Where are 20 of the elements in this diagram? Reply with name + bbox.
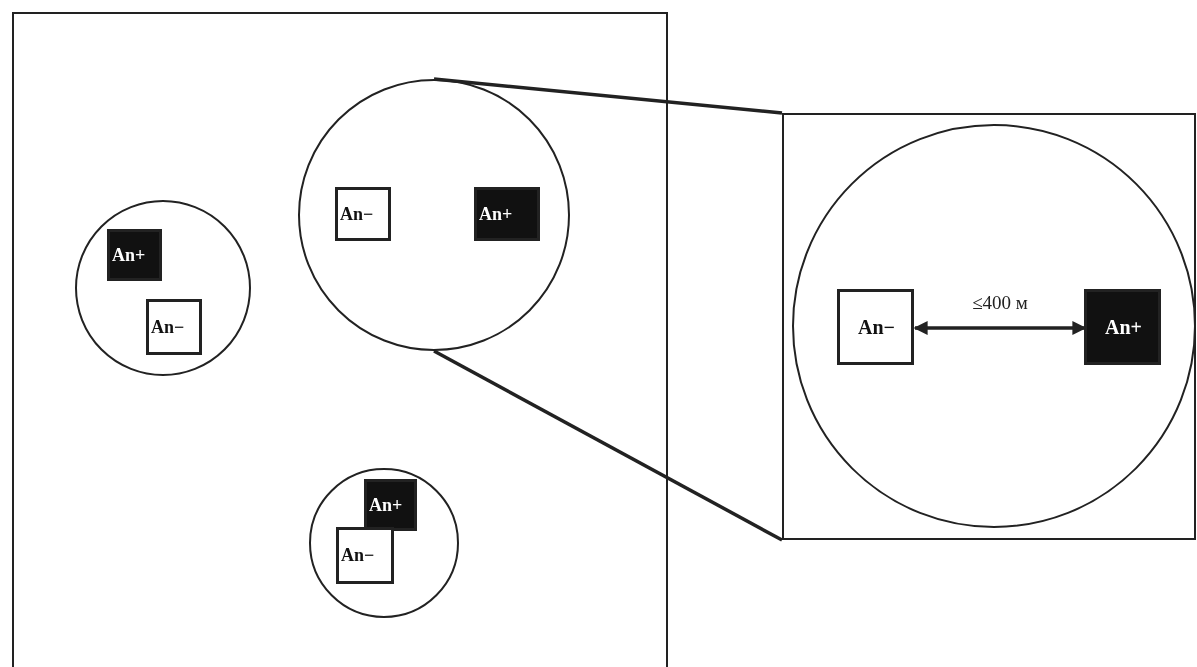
ion-square [107,229,162,281]
ion-label: An+ [479,203,513,225]
ion-label: An+ [112,244,146,266]
ion-label: An− [151,316,185,338]
ion-square [146,299,202,355]
ion-square [474,187,540,241]
projection-line [433,77,783,115]
ion-label: An+ [1105,315,1142,339]
ion-square [1084,289,1161,365]
ion-label: An+ [369,494,403,516]
ion-label: An− [858,315,895,339]
ion-square [336,527,394,584]
projection-line [433,349,783,542]
ion-square [335,187,391,241]
area-frame [12,12,668,667]
ion-label: An− [340,203,374,225]
ion-label: An− [341,545,375,566]
ion-square [837,289,914,365]
double-arrow [913,321,1087,335]
ion-square [364,479,417,531]
